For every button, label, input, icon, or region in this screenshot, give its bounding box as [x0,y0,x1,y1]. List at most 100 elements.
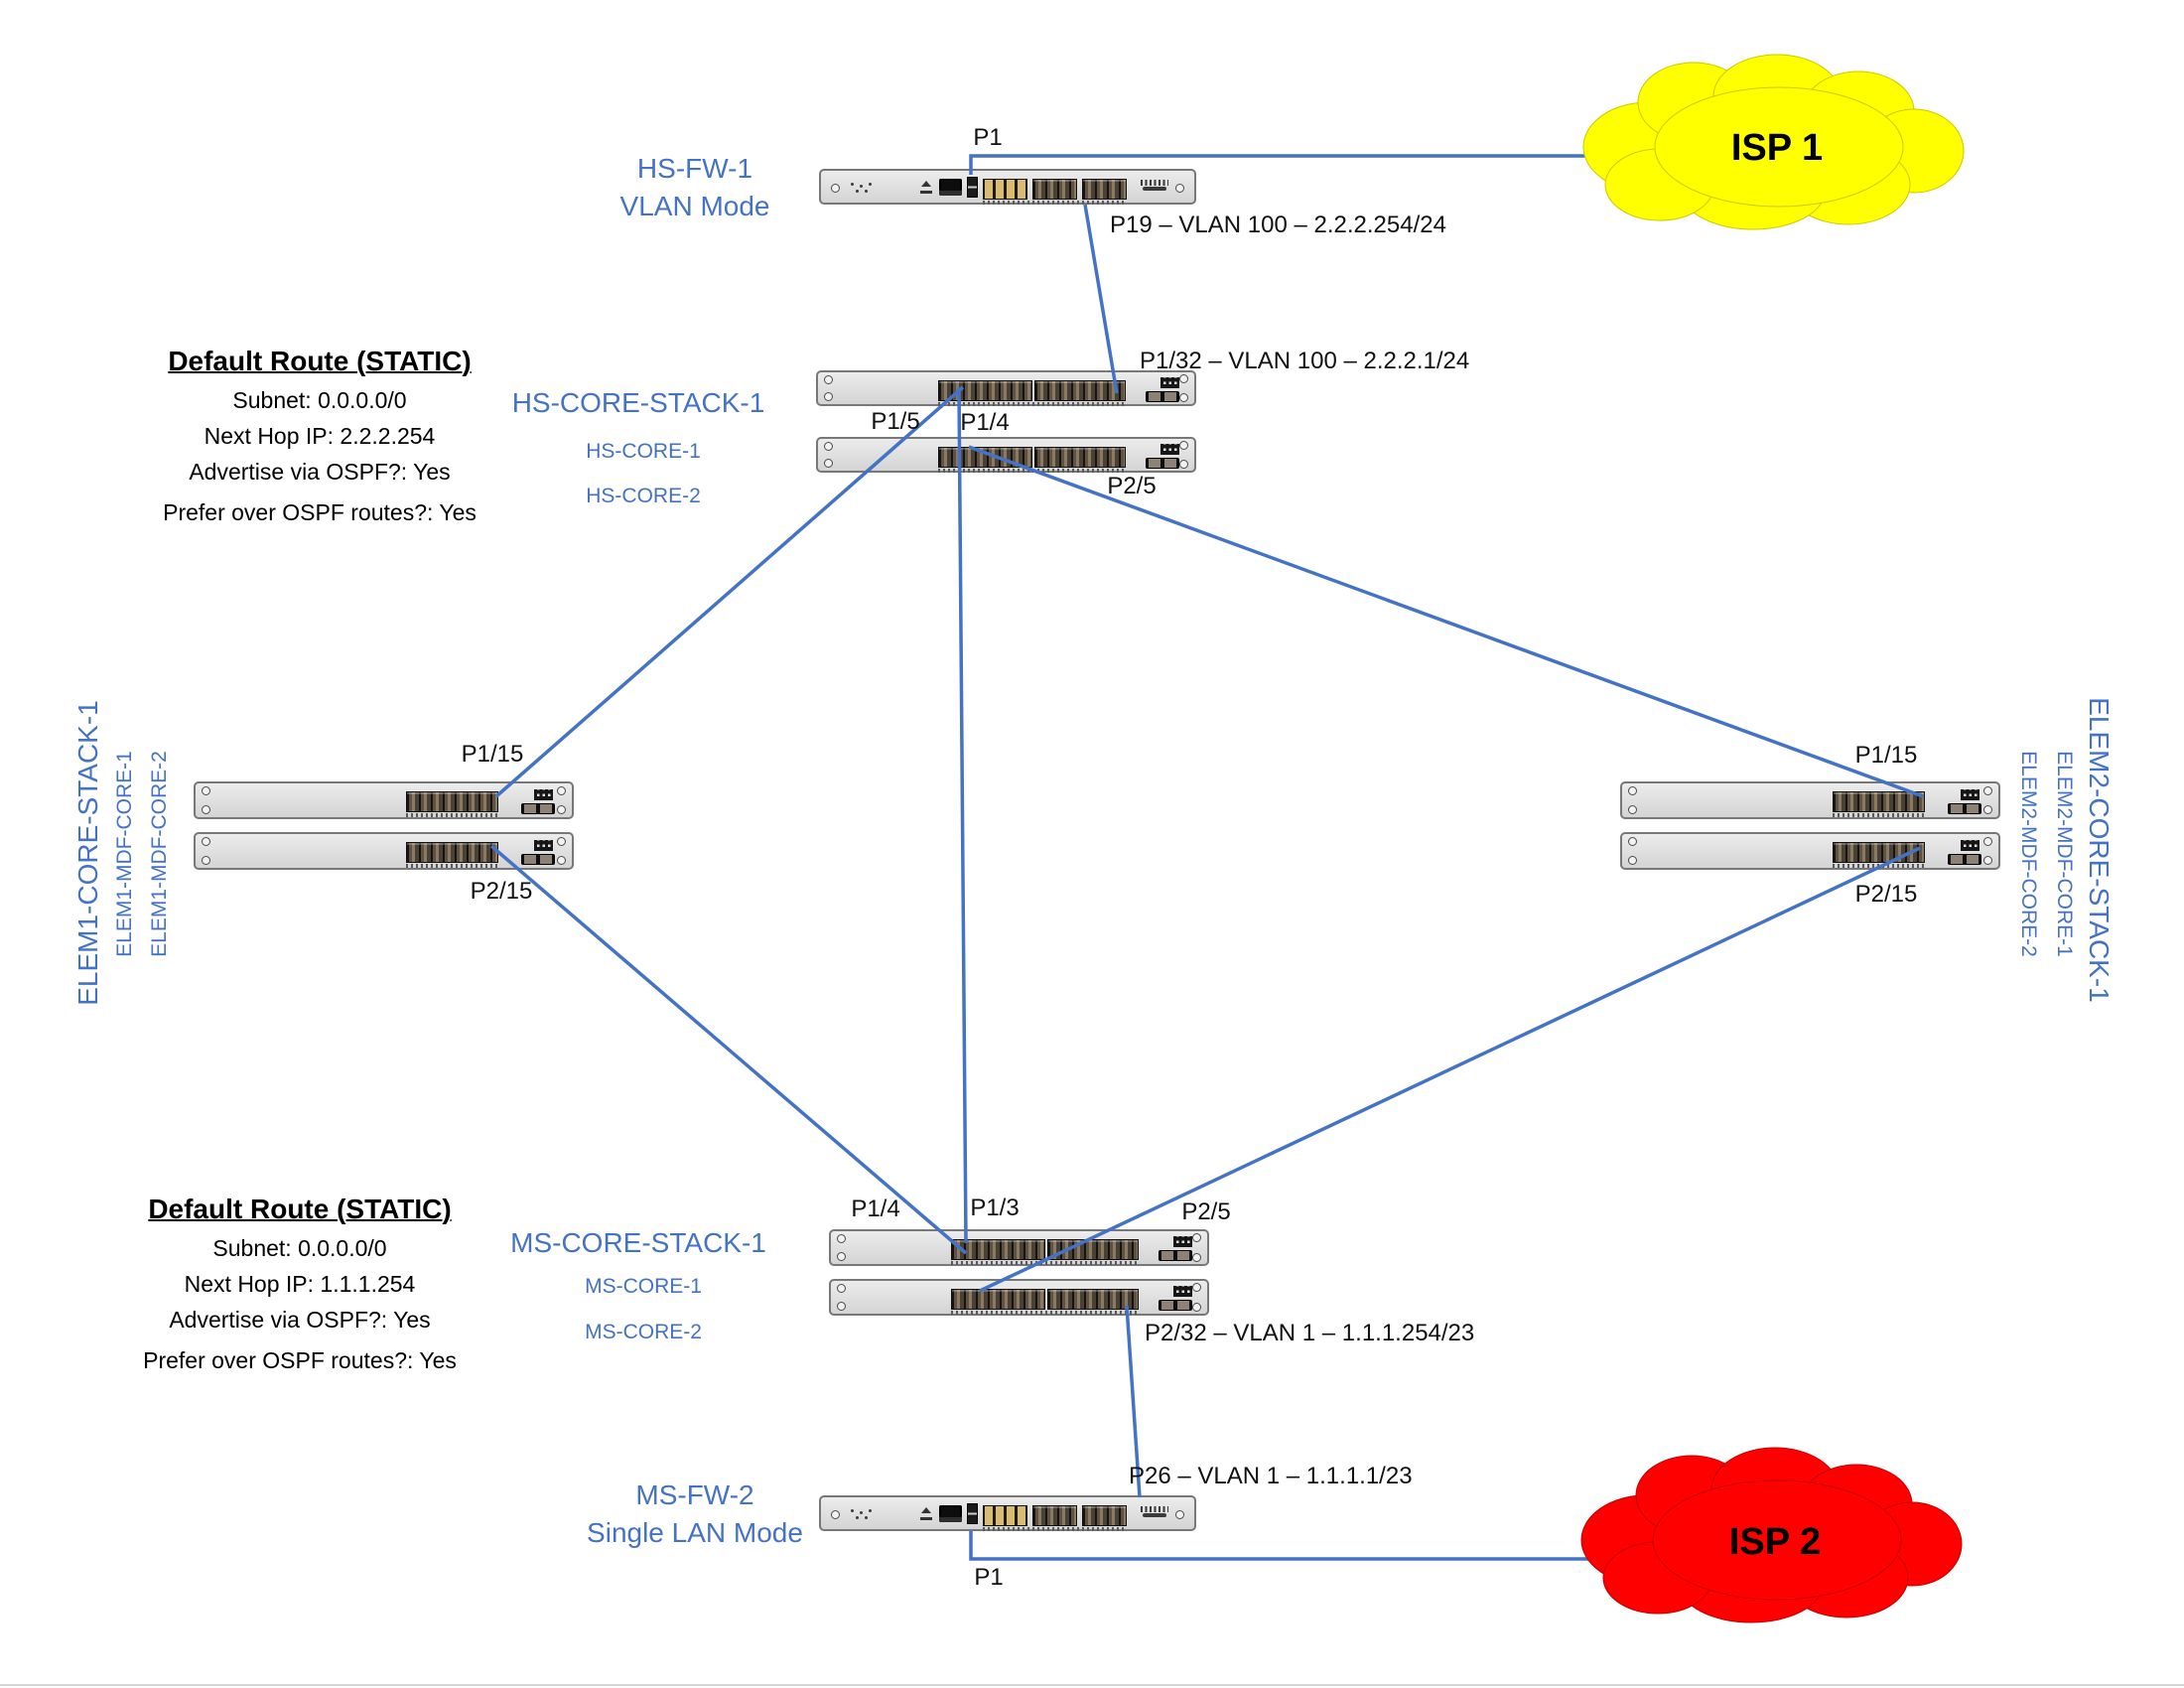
sfp-port-block [1833,842,1925,863]
sfp-port-block [1047,1289,1139,1310]
sfp-port-block [938,447,1032,468]
ms-fw-name: MS-FW-2 [635,1479,754,1510]
ms-fw-2-appliance [819,1495,1196,1531]
screw-icon [1983,856,1992,865]
elem2-port-p2-15: P2/15 [1854,881,1918,908]
isp2-cloud-icon [1580,1447,1963,1623]
isp1-cloud-icon [1582,54,1965,230]
eject-icon [920,181,932,194]
ms-route-title: Default Route (STATIC) [148,1194,452,1224]
screw-icon [202,856,210,865]
sfp-port-block [1082,1505,1127,1526]
port-pins [406,813,498,817]
screw-icon [1628,786,1637,795]
ms-core-1-switch [829,1229,1209,1266]
ms-core-member-1: MS-CORE-1 [585,1275,702,1298]
stack-icon [1173,1286,1192,1297]
link-hscore-to-mscore [957,386,968,1244]
screw-icon [1628,837,1637,846]
module-slots [1146,391,1179,402]
screw-icon [1192,1303,1201,1312]
link-msfw-to-isp2 [969,1531,1588,1561]
elem2-mdf-core-1-switch [1620,781,2000,819]
elem1-member-1: ELEM1-MDF-CORE-1 [113,751,136,957]
sfp-port-block [1082,179,1127,200]
elem2-mdf-core-2-switch [1620,832,2000,870]
hs-route-advertise: Advertise via OSPF?: Yes [189,459,451,485]
copper-port-block [983,179,1027,200]
module-slots [1159,1300,1192,1311]
screw-icon [1179,374,1188,383]
hs-fw-mode: VLAN Mode [619,191,770,221]
ms-core-port-p2-5: P2/5 [1181,1198,1231,1225]
screw-icon [1628,805,1637,814]
stack-icon [1160,444,1179,455]
wan-port-p1 [967,1503,978,1524]
elem2-stack-name: ELEM2-CORE-STACK-1 [2084,697,2115,1003]
ms-route-advertise: Advertise via OSPF?: Yes [169,1307,431,1333]
hs-core-1-switch [816,370,1196,406]
hs-default-route-note: Default Route (STATIC) Subnet: 0.0.0.0/0… [121,346,518,526]
screw-icon [1179,460,1188,469]
port-pins [938,469,1126,473]
sfp-port-block [951,1239,1045,1260]
port-pins [983,1527,1127,1531]
module-slots [521,854,555,865]
ms-route-prefer: Prefer over OSPF routes?: Yes [143,1347,457,1373]
screw-icon [837,1234,846,1243]
stack-icon [1160,377,1179,388]
screw-icon [824,459,833,468]
screw-icon [557,856,566,865]
ms-core-stack-name: MS-CORE-STACK-1 [510,1227,766,1258]
status-led-icon [851,1509,854,1512]
hs-fw-name: HS-FW-1 [636,153,753,184]
console-port [939,1505,962,1522]
screw-icon [1983,837,1992,846]
elem1-member-2: ELEM1-MDF-CORE-2 [148,751,171,957]
status-led-icon [851,183,854,186]
port-pins [951,1261,1139,1265]
sfp-port-block [406,842,498,863]
ms-route-subnet: Subnet: 0.0.0.0/0 [212,1235,387,1261]
sfp-port-block [1833,791,1925,812]
ms-core-member-2: MS-CORE-2 [585,1321,702,1343]
screw-icon [1192,1253,1201,1262]
screw-icon [1983,805,1992,814]
sfp-port-block [1032,1505,1077,1526]
ms-core-port-p1-4: P1/4 [851,1196,900,1222]
hs-route-next-hop: Next Hop IP: 2.2.2.254 [204,423,436,449]
hs-route-prefer: Prefer over OSPF routes?: Yes [163,499,477,525]
ms-fw-port-p1-label: P1 [974,1564,1004,1591]
hs-core-port-p2-5: P2/5 [1107,473,1157,499]
hs-route-subnet: Subnet: 0.0.0.0/0 [232,387,407,413]
link-hscore-to-elem2 [968,445,1924,798]
sfp-port-block [938,380,1032,401]
elem1-mdf-core-2-switch [194,832,574,870]
screw-icon [1192,1233,1201,1242]
port-pins [1833,864,1925,868]
hs-fw-1-appliance [819,169,1196,205]
ms-core-2-switch [829,1279,1209,1316]
port-pins [938,402,1126,406]
screw-icon [831,1510,840,1519]
port-pins [406,864,498,868]
elem2-port-p1-15: P1/15 [1854,742,1918,769]
screw-icon [831,184,840,193]
ms-route-next-hop: Next Hop IP: 1.1.1.254 [184,1271,416,1297]
sfp-port-block [1032,179,1077,200]
port-pins [983,201,1127,205]
module-slots [1948,803,1981,814]
screw-icon [837,1284,846,1293]
module-slots [521,803,555,814]
sfp-port-block [1034,447,1126,468]
module-slots [1146,458,1179,469]
hs-core-port-p1-5: P1/5 [871,408,920,435]
link-mscore-to-msfw [1125,1305,1142,1498]
stack-icon [1961,840,1979,851]
screw-icon [202,837,210,846]
sfp-port-block [951,1289,1045,1310]
link-elem2-to-mscore [979,846,1921,1293]
eject-icon [920,1507,932,1520]
ms-default-route-note: Default Route (STATIC) Subnet: 0.0.0.0/0… [101,1194,498,1374]
